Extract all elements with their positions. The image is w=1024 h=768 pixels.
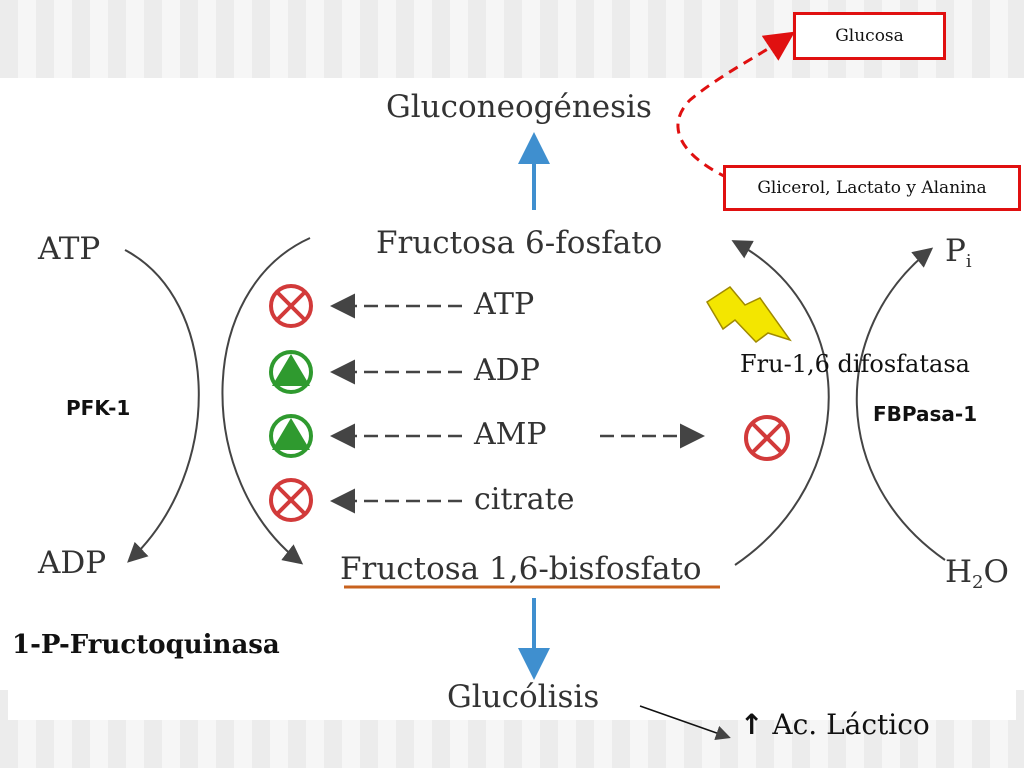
pi-right-label: Pi [945,236,972,271]
fbpasa1-label: FBPasa-1 [873,402,978,426]
left-curve-atp-adp [124,249,200,563]
activate-icon-adp [269,350,313,394]
pfk1-label: PFK-1 [66,396,131,420]
effector-amp-label: AMP [474,417,547,452]
f6p-label: Fructosa 6-fosfato [376,225,663,261]
inhibit-icon-citrate [269,478,313,522]
f16bp-label: Fructosa 1,6-bisfosfato [340,551,702,587]
red-dashed-curve [676,31,795,180]
lightning-icon [705,286,792,343]
h2o-subscript: 2 [972,572,984,593]
h2o-h: H [945,554,973,590]
effector-atp-label: ATP [474,287,535,322]
h2o-o: O [983,554,1009,590]
activate-icon-amp [269,414,313,458]
glucosa-box: Glucosa [793,12,946,60]
glycolysis-label: Glucólisis [447,679,600,715]
adp-left-label: ADP [38,545,107,581]
inhibit-icon-fbpasa [744,415,790,461]
effector-adp-label: ADP [474,353,540,388]
sources-label: Glicerol, Lactato y Alanina [757,178,987,198]
arrow-to-lactico [639,705,731,741]
up-arrow-icon: ↑ [740,708,764,741]
glucosa-label: Glucosa [835,26,904,46]
fructoquinasa-label: 1-P-Fructoquinasa [12,630,280,660]
fru16-label: Fru-1,6 difosfatasa [740,350,970,378]
right-curve-f16bp-f6p [731,240,830,566]
inhibit-icon-atp [269,284,313,328]
pi-p: P [945,233,966,269]
left-curve-f6p-f16bp [221,237,311,565]
h2o-right-label: H2O [945,557,1009,592]
effector-citrate-label: citrate [474,482,575,517]
right-curve-h2o-pi [855,247,946,561]
atp-left-label: ATP [38,231,101,267]
lactico-label: ↑ Ac. Láctico [740,711,930,739]
pi-subscript: i [965,251,972,272]
lactico-text: Ac. Láctico [772,708,930,741]
gluconeogenesis-label: Gluconeogénesis [386,89,652,125]
sources-box: Glicerol, Lactato y Alanina [723,165,1021,211]
